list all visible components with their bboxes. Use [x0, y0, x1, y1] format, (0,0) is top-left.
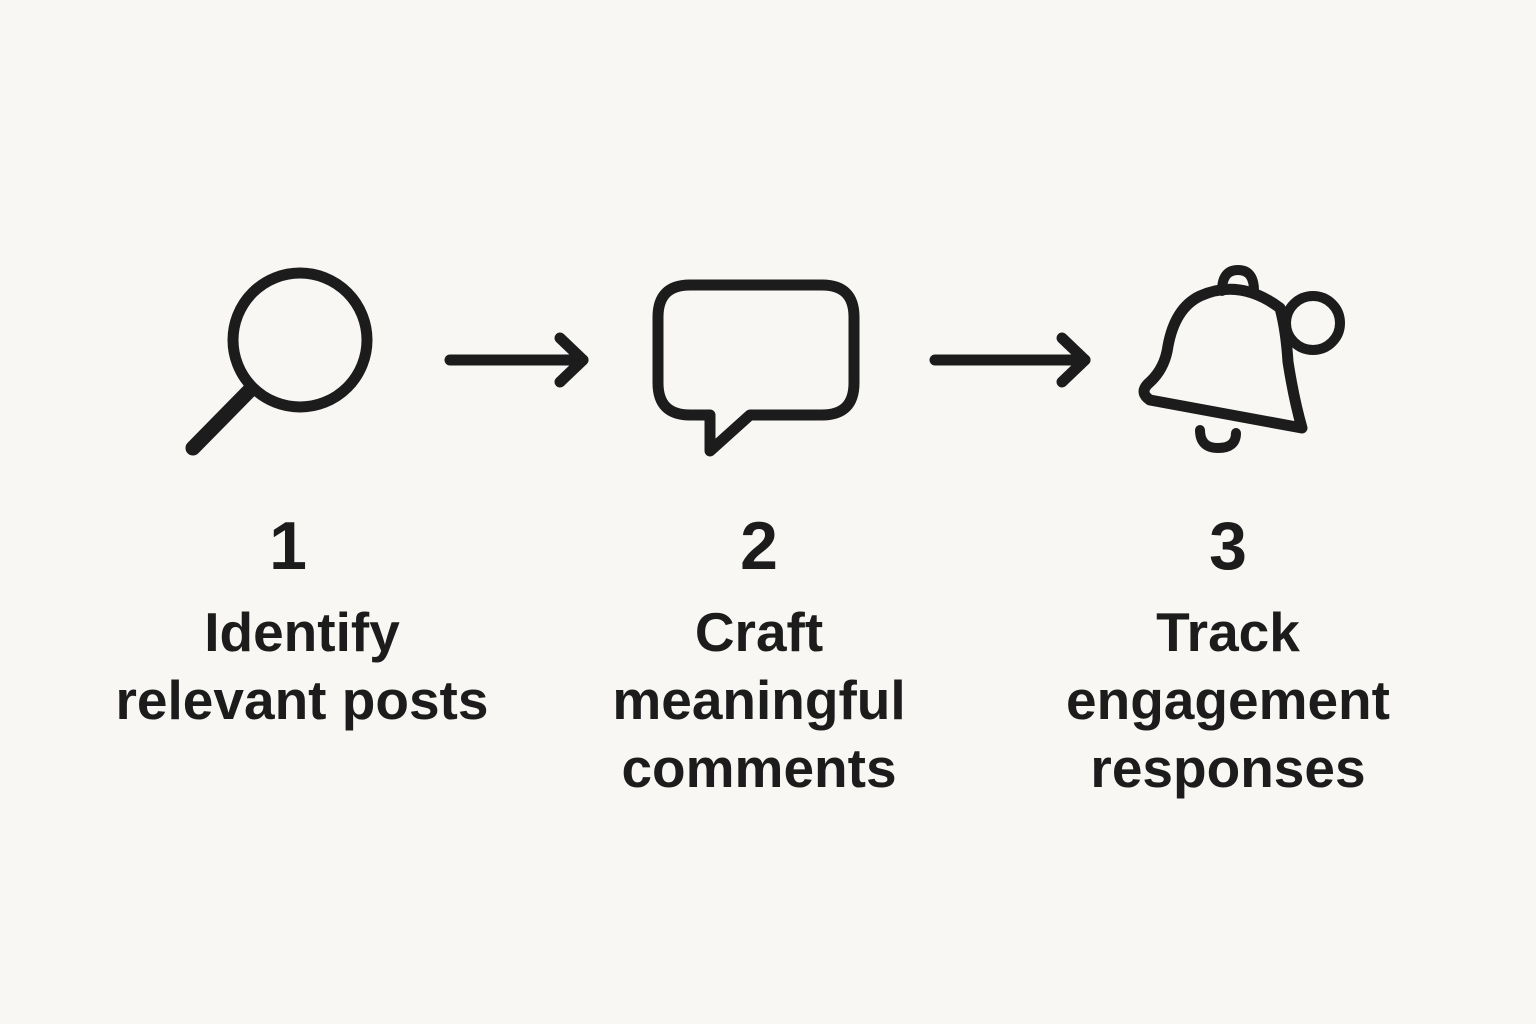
step-label-1: Identify relevant posts: [92, 598, 512, 734]
step-label-2: Craft meaningful comments: [549, 598, 969, 802]
step-label-line: Identify: [204, 601, 400, 663]
search-icon: [180, 260, 380, 460]
step-number-3: 3: [1209, 508, 1247, 584]
step-number-2: 2: [740, 508, 778, 584]
step-label-line: engagement: [1066, 669, 1390, 731]
arrow-right-icon: [440, 330, 600, 390]
step-label-line: relevant posts: [115, 669, 489, 731]
step-label-line: responses: [1090, 737, 1366, 799]
step-label-line: Craft: [694, 601, 824, 663]
step-label-line: meaningful: [612, 669, 906, 731]
step-label-line: Track: [1156, 601, 1300, 663]
bell-icon: [1130, 260, 1360, 460]
speech-bubble-icon: [650, 275, 870, 465]
step-number-1: 1: [269, 508, 307, 584]
step-label-line: comments: [621, 737, 897, 799]
arrow-right-icon: [925, 330, 1105, 390]
step-label-3: Track engagement responses: [1018, 598, 1438, 802]
